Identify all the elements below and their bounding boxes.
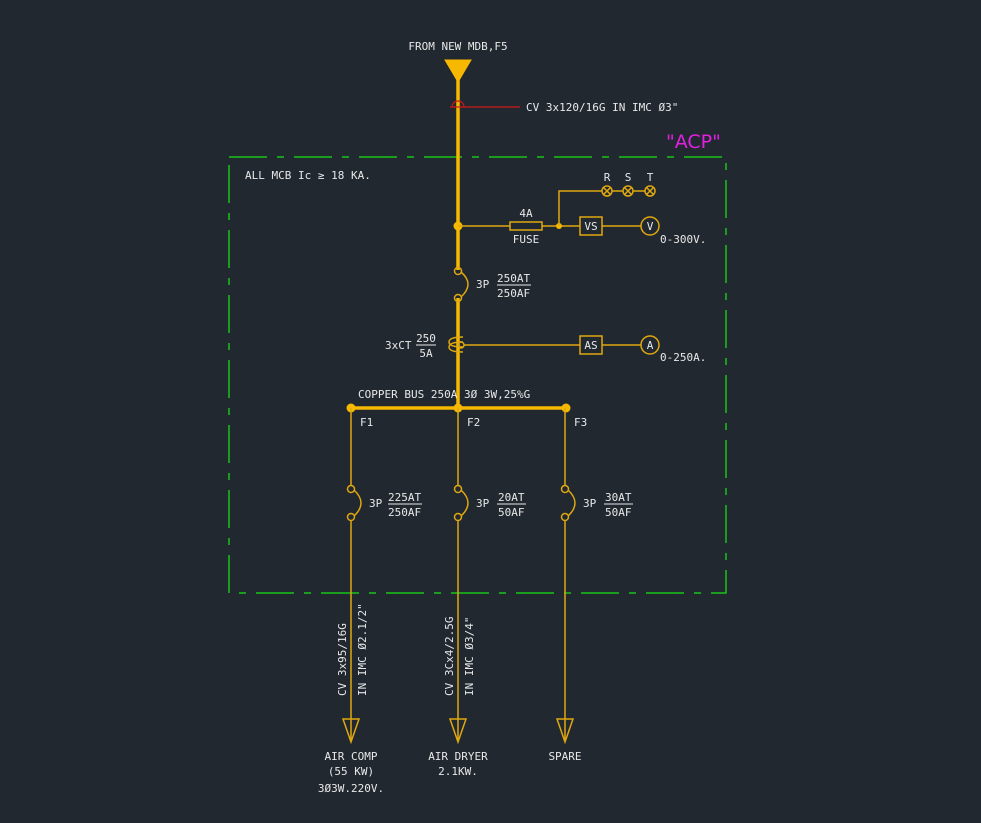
breaker-poles: 3P	[583, 497, 597, 510]
cable-spec-line1: CV 3Cx4/2.5G	[443, 617, 456, 696]
panel-note: ALL MCB Ic ≥ 18 KA.	[245, 169, 371, 182]
ct-ratio-top: 250	[416, 332, 436, 345]
phase-label-s: S	[625, 171, 632, 184]
feeder-f3: F3 3P 30AT 50AF SPARE	[548, 408, 633, 763]
ammeter-range: 0-250A.	[660, 351, 706, 364]
breaker-frame: 50AF	[605, 506, 632, 519]
phase-lamp-r	[601, 185, 613, 197]
bus-node-f3	[561, 403, 571, 413]
ct-ratio-bottom: 5A	[419, 347, 433, 360]
fuse-icon	[509, 221, 543, 231]
feeder-id: F2	[467, 416, 480, 429]
breaker-frame: 50AF	[498, 506, 525, 519]
load-line2: 2.1KW.	[438, 765, 478, 778]
load-line3: 3Ø3W.220V.	[318, 782, 384, 795]
feeder-breaker-icon	[560, 484, 576, 522]
cable-spec-line1: CV 3x95/16G	[336, 623, 349, 696]
main-breaker-trip: 250AT	[497, 272, 530, 285]
load-line1: AIR COMP	[325, 750, 378, 763]
phase-lamp-t	[644, 185, 656, 197]
load-arrow-icon	[448, 718, 468, 745]
ammeter-icon	[640, 335, 660, 355]
voltmeter-icon	[640, 216, 660, 236]
feeder-breaker-icon	[453, 484, 469, 522]
bus-label: COPPER BUS 250A 3Ø 3W,25%G	[358, 388, 530, 401]
breaker-trip: 30AT	[605, 491, 632, 504]
voltmeter-symbol: V	[647, 220, 654, 233]
ammeter-symbol: A	[647, 339, 654, 352]
fuse-label: FUSE	[513, 233, 540, 246]
lamp-wire	[558, 190, 602, 226]
panel-boundary	[228, 156, 727, 594]
phase-label-t: T	[647, 171, 654, 184]
breaker-poles: 3P	[369, 497, 383, 510]
fuse-rating: 4A	[519, 207, 533, 220]
feeder-id: F1	[360, 416, 373, 429]
cable-spec-line2: IN IMC Ø3/4"	[463, 617, 476, 696]
source-arrow-icon	[444, 59, 472, 83]
voltmeter-switch-label: VS	[584, 220, 597, 233]
breaker-trip: 20AT	[498, 491, 525, 504]
load-line2: (55 KW)	[328, 765, 374, 778]
voltmeter-range: 0-300V.	[660, 233, 706, 246]
main-breaker-frame: 250AF	[497, 287, 530, 300]
ct-label: 3xCT	[385, 339, 412, 352]
load-arrow-icon	[555, 718, 575, 745]
feeder-breaker-icon	[346, 484, 362, 522]
main-breaker-icon	[453, 266, 469, 303]
load-line1: AIR DRYER	[428, 750, 488, 763]
cable-spec-line2: IN IMC Ø2.1/2"	[356, 603, 369, 696]
load-line1: SPARE	[548, 750, 581, 763]
breaker-poles: 3P	[476, 497, 490, 510]
panel-name: "ACP"	[666, 131, 721, 153]
load-arrow-icon	[341, 718, 361, 745]
breaker-frame: 250AF	[388, 506, 421, 519]
main-breaker-poles: 3P	[476, 278, 490, 291]
incoming-cable-label: CV 3x120/16G IN IMC Ø3"	[526, 101, 678, 114]
source-label: FROM NEW MDB,F5	[408, 40, 507, 53]
breaker-trip: 225AT	[388, 491, 421, 504]
feeder-f2: F2 3P 20AT 50AF CV 3Cx4/2.5G IN IMC Ø3/4…	[428, 408, 526, 778]
feeder-id: F3	[574, 416, 587, 429]
ammeter-switch-label: AS	[584, 339, 597, 352]
feeder-f1: F1 3P 225AT 250AF CV 3x95/16G IN IMC Ø2.…	[318, 408, 422, 795]
cable-tag-icon	[451, 100, 465, 108]
phase-label-r: R	[604, 171, 611, 184]
phase-lamp-s	[622, 185, 634, 197]
